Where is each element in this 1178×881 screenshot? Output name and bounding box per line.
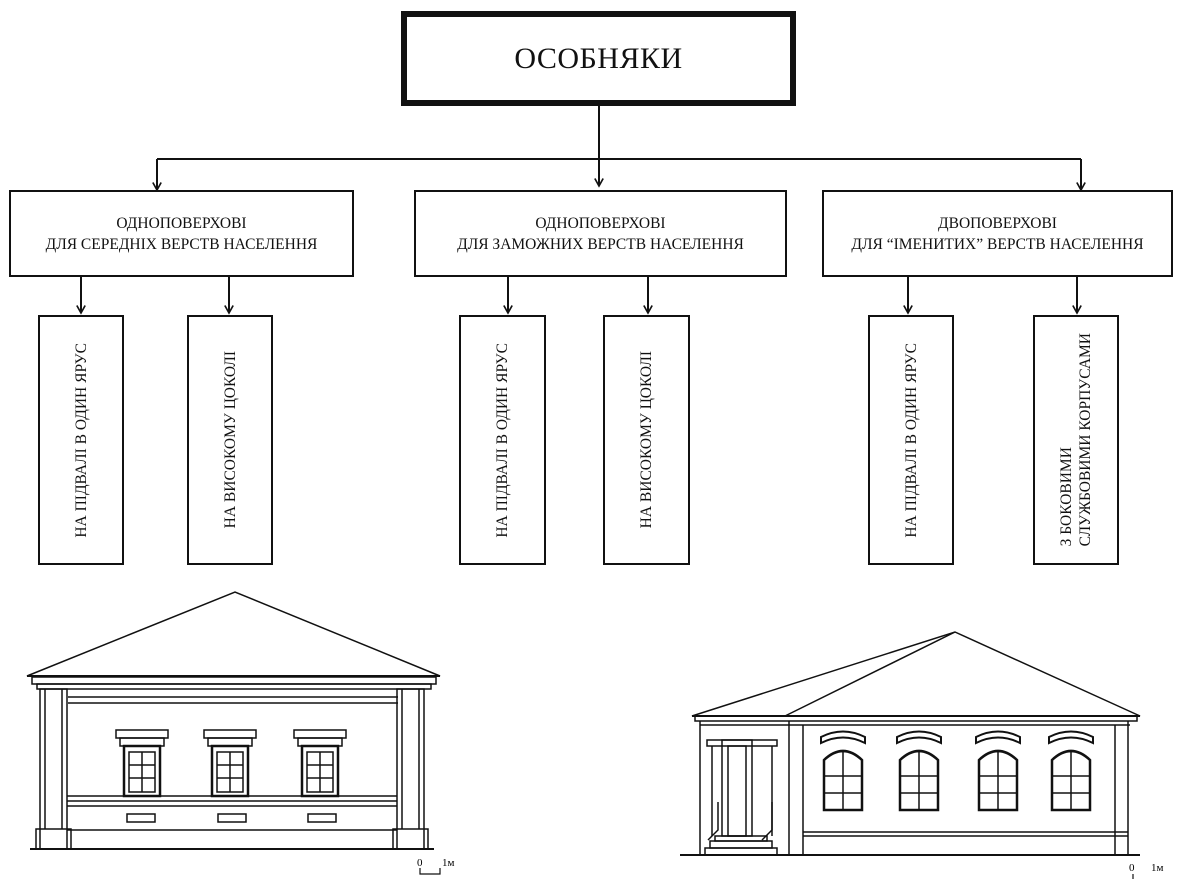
window-3 xyxy=(293,729,347,798)
arched-window-4 xyxy=(1048,730,1094,812)
leaf-node-2-1: НА ПІДВАЛІ В ОДИН ЯРУС xyxy=(459,315,546,565)
root-node: ОСОБНЯКИ xyxy=(401,11,796,106)
arched-window-2 xyxy=(896,730,942,812)
scale-right-unit: 1м xyxy=(1151,862,1164,874)
leaf-3-2-label-line2: СЛУЖБОВИМИ КОРПУСАМИ xyxy=(1077,333,1094,547)
leaf-1-2-label: НА ВИСОКОМУ ЦОКОЛІ xyxy=(221,351,239,529)
arched-window-1 xyxy=(820,730,866,812)
leaf-1-1-label: НА ПІДВАЛІ В ОДИН ЯРУС xyxy=(72,342,90,538)
leaf-node-2-2: НА ВИСОКОМУ ЦОКОЛІ xyxy=(603,315,690,565)
category-1-line2: ДЛЯ СЕРЕДНІХ ВЕРСТВ НАСЕЛЕННЯ xyxy=(45,235,318,253)
scale-bar-left xyxy=(419,868,441,875)
window-2 xyxy=(203,729,257,798)
leaf-2-1-label: НА ПІДВАЛІ В ОДИН ЯРУС xyxy=(494,342,511,538)
house-drawing-left xyxy=(26,591,441,850)
window-1 xyxy=(115,729,169,798)
leaf-3-1-text: НА ПІДВАЛІ В ОДИН ЯРУС xyxy=(902,343,921,538)
leaf-1-1-text: НА ПІДВАЛІ В ОДИН ЯРУС xyxy=(72,343,91,538)
category-2-line2: ДЛЯ ЗАМОЖНИХ ВЕРСТВ НАСЕЛЕННЯ xyxy=(457,235,744,253)
house-drawing-right xyxy=(680,631,1141,856)
leaf-2-2-text: НА ВИСОКОМУ ЦОКОЛІ xyxy=(637,351,656,528)
category-node-2: ОДНОПОВЕРХОВІ ДЛЯ ЗАМОЖНИХ ВЕРСТВ НАСЕЛЕ… xyxy=(414,190,787,277)
leaf-3-2-text: З БОКОВИМИ СЛУЖБОВИМИ КОРПУСАМИ xyxy=(1057,333,1095,546)
category-2-line1: ОДНОПОВЕРХОВІ xyxy=(535,214,666,232)
category-3-line2: ДЛЯ “ІМЕНИТИХ” ВЕРСТВ НАСЕЛЕННЯ xyxy=(851,235,1144,253)
scale-left-unit: 1м xyxy=(442,857,455,869)
leaf-node-3-2: З БОКОВИМИ СЛУЖБОВИМИ КОРПУСАМИ xyxy=(1033,315,1119,565)
connectors-root xyxy=(157,106,1081,190)
leaf-2-1-text: НА ПІДВАЛІ В ОДИН ЯРУС xyxy=(493,343,512,538)
category-1-line1: ОДНОПОВЕРХОВІ xyxy=(116,214,247,232)
category-node-3: ДВОПОВЕРХОВІ ДЛЯ “ІМЕНИТИХ” ВЕРСТВ НАСЕЛ… xyxy=(822,190,1173,277)
scale-right-zero: 0 xyxy=(1129,862,1135,874)
leaf-1-2-text: НА ВИСОКОМУ ЦОКОЛІ xyxy=(221,351,240,528)
arched-window-3 xyxy=(975,730,1021,812)
category-node-1: ОДНОПОВЕРХОВІ ДЛЯ СЕРЕДНІХ ВЕРСТВ НАСЕЛЕ… xyxy=(9,190,354,277)
leaf-node-1-1: НА ПІДВАЛІ В ОДИН ЯРУС xyxy=(38,315,124,565)
scale-left-zero: 0 xyxy=(417,857,423,869)
category-3-line1: ДВОПОВЕРХОВІ xyxy=(938,214,1057,232)
leaf-node-1-2: НА ВИСОКОМУ ЦОКОЛІ xyxy=(187,315,273,565)
leaf-3-1-label: НА ПІДВАЛІ В ОДИН ЯРУС xyxy=(902,342,920,538)
connectors-leaves xyxy=(81,277,1077,313)
leaf-3-2-label-line1: З БОКОВИМИ xyxy=(1058,447,1075,547)
leaf-2-2-label: НА ВИСОКОМУ ЦОКОЛІ xyxy=(638,351,655,529)
leaf-node-3-1: НА ПІДВАЛІ В ОДИН ЯРУС xyxy=(868,315,954,565)
root-label: ОСОБНЯКИ xyxy=(514,41,683,75)
